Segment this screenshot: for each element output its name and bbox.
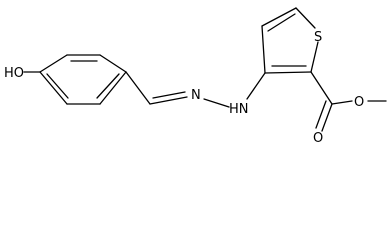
double-bond-inner	[267, 13, 296, 32]
bond-c-o-double-inner	[315, 100, 327, 129]
bond	[99, 54, 127, 73]
bond	[310, 41, 319, 73]
bond-ring-carbonyl	[310, 71, 333, 105]
double-bond-inner	[96, 73, 120, 99]
bond-ring-ch	[125, 71, 151, 105]
phenol-ring	[39, 54, 127, 105]
bond	[295, 7, 316, 29]
bond	[99, 71, 127, 105]
bond	[39, 71, 68, 105]
bond	[264, 71, 312, 74]
sulfur-label: S	[314, 30, 322, 45]
bond-ch-n-double	[149, 96, 188, 105]
amine-nh-label: HN	[229, 102, 249, 117]
carbonyl-oxygen-label: O	[313, 131, 323, 144]
thiophene-ring	[261, 7, 319, 74]
bond	[39, 54, 68, 73]
double-bond-inner	[46, 73, 69, 99]
molecule-structure-diagram: HO N HN S O O	[4, 7, 387, 144]
bond-n-nh	[203, 98, 230, 108]
bond-c-o-single	[331, 100, 353, 105]
bond	[261, 7, 297, 27]
imine-nitrogen-label: N	[191, 88, 201, 103]
bond-ch-n-double-inner	[152, 91, 186, 99]
hydroxyl-label: HO	[4, 66, 24, 81]
bond-nh-thiophene	[246, 72, 266, 100]
ester-oxygen-label: O	[354, 95, 364, 110]
bond-c-o-double	[321, 103, 333, 132]
bond	[261, 25, 266, 74]
